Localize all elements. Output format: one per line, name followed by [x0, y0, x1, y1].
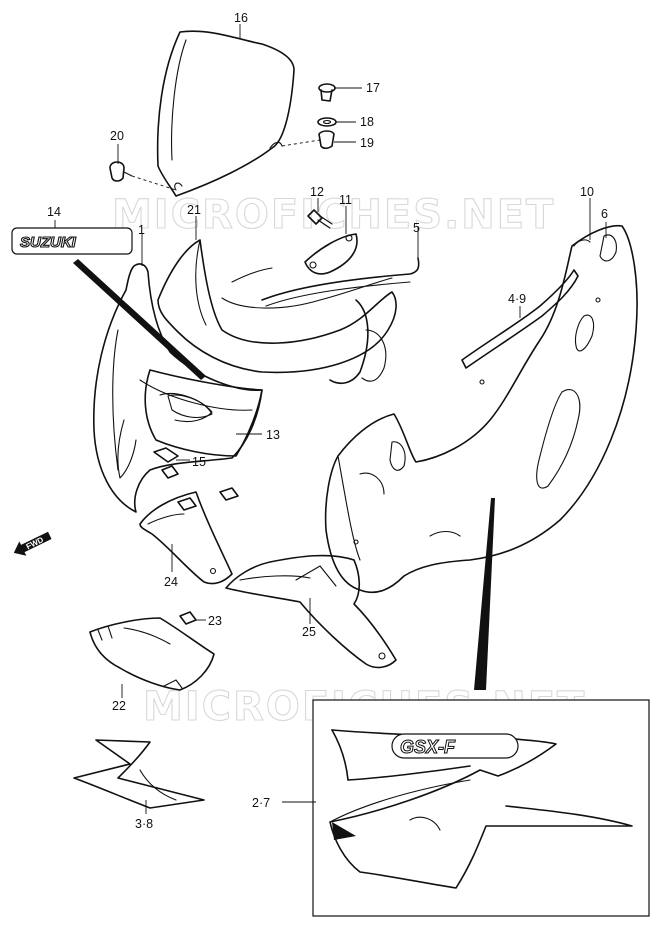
- suzuki-emblem: SUZUKI: [11, 227, 133, 255]
- label-3-8: 3·8: [135, 817, 153, 831]
- inner-cowl-part: [157, 239, 397, 385]
- label-23: 23: [208, 614, 222, 628]
- label-4-9: 4·9: [508, 292, 526, 306]
- clip-15-part: [153, 447, 179, 479]
- part-labels: 16 17 18 19 20 12 11 10 6 14 21 1 5 4·9 …: [47, 11, 608, 831]
- leader-lines: [54, 24, 607, 814]
- label-22: 22: [112, 699, 126, 713]
- rivet-part: [109, 161, 133, 182]
- label-10: 10: [580, 185, 594, 199]
- under-cowl-part: [225, 554, 397, 669]
- bolt-part: [307, 209, 333, 229]
- suzuki-logo-text: SUZUKI: [20, 234, 77, 251]
- label-12: 12: [310, 185, 324, 199]
- label-14: 14: [47, 205, 61, 219]
- label-24: 24: [164, 575, 178, 589]
- clip-part: [304, 233, 358, 275]
- windscreen-part: [156, 30, 295, 197]
- label-15: 15: [192, 455, 206, 469]
- decal-inset: GSX-F: [312, 699, 650, 917]
- label-11: 11: [339, 193, 352, 207]
- left-side-cowl-part: [92, 263, 263, 513]
- trim-strip-part: [261, 257, 420, 307]
- inner-panel-part: [144, 369, 263, 457]
- label-19: 19: [360, 136, 374, 150]
- lower-cover-part: [89, 617, 215, 691]
- right-side-cowl-part: [324, 224, 638, 594]
- lower-bracket-part: [139, 491, 233, 585]
- decal-3-8-part: [73, 739, 205, 809]
- screw-part: [318, 83, 336, 102]
- nut-part: [318, 130, 335, 150]
- watermark-top: MICROFICHES.NET: [112, 192, 555, 238]
- label-5: 5: [413, 221, 420, 235]
- fwd-label: FWD: [25, 535, 46, 551]
- label-2-7: 2·7: [252, 796, 270, 810]
- fwd-arrow-icon: FWD: [13, 531, 52, 556]
- gsx-f-logo: GSX-F: [391, 733, 519, 759]
- label-16: 16: [234, 11, 248, 25]
- label-20: 20: [110, 129, 124, 143]
- washer-part: [317, 117, 337, 127]
- clip-23-part: [179, 611, 197, 625]
- clip-center-part: [177, 487, 239, 511]
- label-1: 1: [138, 223, 145, 237]
- label-18: 18: [360, 115, 374, 129]
- label-17: 17: [366, 81, 380, 95]
- label-21: 21: [187, 203, 201, 217]
- decal-strip-part: [461, 269, 579, 369]
- emblem-pointer: [73, 259, 206, 380]
- label-25: 25: [302, 625, 316, 639]
- label-6: 6: [601, 207, 608, 221]
- inset-pointer: [474, 498, 495, 690]
- gsx-f-logo-text: GSX-F: [400, 737, 456, 757]
- label-13: 13: [266, 428, 280, 442]
